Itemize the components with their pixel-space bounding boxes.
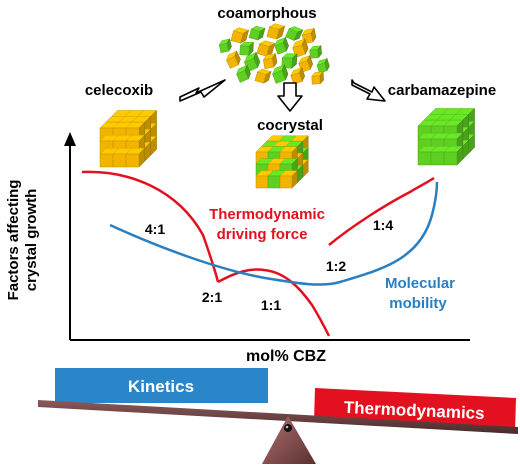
mobility-label-line1: Molecular (385, 275, 455, 292)
ratio-1-2-label: 1:2 (326, 258, 346, 274)
arrow-to-carbamazepine-icon (351, 79, 386, 102)
arrow-to-cocrystal-icon (277, 82, 303, 112)
ratio-4-1-label: 4:1 (145, 221, 165, 237)
thermodynamic-label-line2: driving force (217, 226, 308, 243)
ratio-1-1-label: 1:1 (261, 297, 281, 313)
celecoxib-label: celecoxib (85, 82, 153, 99)
celecoxib-crystal (99, 109, 158, 168)
y-axis-title-line1: Factors affecting (5, 180, 22, 301)
seesaw: Kinetics Thermodynamics (38, 368, 518, 464)
fulcrum-pivot-icon (284, 424, 292, 432)
y-axis-arrow-icon (64, 132, 76, 146)
y-axis-title-line2: crystal growth (23, 189, 40, 292)
arrow-to-celecoxib-icon (179, 79, 226, 102)
kinetics-box (55, 368, 268, 403)
y-axis-title: Factors affecting crystal growth (5, 180, 40, 301)
cocrystal-label: cocrystal (257, 117, 323, 134)
carbamazepine-label: carbamazepine (388, 82, 496, 99)
cocrystal-crystal (255, 135, 309, 189)
coamorphous-cubes (218, 23, 330, 85)
kinetics-label: Kinetics (128, 377, 194, 396)
mobility-label-line2: mobility (389, 295, 447, 312)
ratio-2-1-label: 2:1 (202, 289, 222, 305)
ratio-1-4-label: 1:4 (373, 217, 393, 233)
seesaw-fulcrum (262, 416, 316, 464)
coamorphous-label: coamorphous (217, 5, 316, 22)
molecular-mobility-curve (109, 181, 439, 286)
x-axis-title: mol% CBZ (246, 348, 326, 365)
seesaw-beam (38, 400, 518, 434)
thermodynamic-label-line1: Thermodynamic (209, 206, 325, 223)
thermodynamic-curve-right (328, 176, 435, 246)
carbamazepine-crystal (417, 107, 476, 166)
